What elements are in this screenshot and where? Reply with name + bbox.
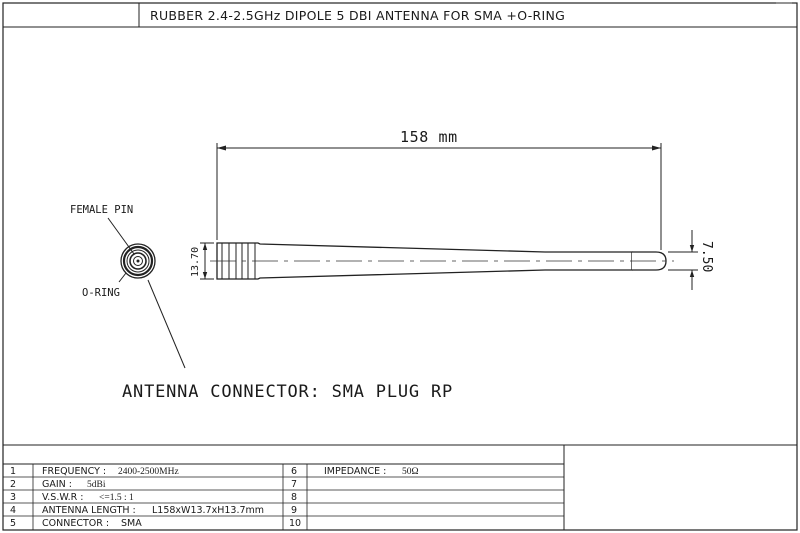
drawing-title: RUBBER 2.4-2.5GHz DIPOLE 5 DBI ANTENNA F… bbox=[150, 8, 565, 23]
spec-row-label: GAIN : bbox=[42, 479, 72, 490]
spec-row-number: 9 bbox=[291, 505, 297, 516]
spec-row-number: 1 bbox=[10, 466, 16, 477]
spec-row-value: L158xW13.7xH13.7mm bbox=[152, 505, 264, 516]
spec-row-label: ANTENNA LENGTH : bbox=[42, 505, 136, 516]
female-pin-leader bbox=[107, 217, 135, 255]
female-pin-label: FEMALE PIN bbox=[70, 204, 133, 216]
length-dimension-label: 158 mm bbox=[400, 128, 458, 146]
spec-row-label: FREQUENCY : bbox=[42, 466, 106, 477]
spec-row-number: 5 bbox=[10, 518, 16, 529]
connector-note: ANTENNA CONNECTOR: SMA PLUG RP bbox=[122, 382, 453, 402]
spec-row: 5 CONNECTOR : SMA bbox=[10, 518, 142, 529]
spec-row: 9 bbox=[291, 505, 297, 516]
spec-row-number: 10 bbox=[289, 518, 301, 529]
spec-row-number: 3 bbox=[10, 492, 16, 503]
spec-row-value: 5dBi bbox=[87, 480, 106, 490]
spec-row: 2 GAIN : 5dBi bbox=[10, 479, 106, 490]
spec-row-label: V.S.W.R : bbox=[42, 492, 84, 503]
spec-row-value: <=1.5 : 1 bbox=[99, 493, 134, 503]
connector-end-view bbox=[120, 243, 156, 279]
o-ring-leader bbox=[118, 272, 127, 283]
spec-row-number: 7 bbox=[291, 479, 297, 490]
spec-row: 8 bbox=[291, 492, 297, 503]
spec-row-number: 4 bbox=[10, 505, 16, 516]
spec-row: 4 ANTENNA LENGTH : L158xW13.7xH13.7mm bbox=[10, 505, 264, 516]
spec-row-value: SMA bbox=[121, 518, 142, 529]
base-diameter-label: 13.70 bbox=[190, 247, 201, 277]
spec-row: 3 V.S.W.R : <=1.5 : 1 bbox=[10, 492, 134, 503]
spec-row-number: 6 bbox=[291, 466, 297, 477]
spec-row: 7 bbox=[291, 479, 297, 490]
tip-diameter-label: 7.50 bbox=[699, 241, 714, 272]
title-block: RUBBER 2.4-2.5GHz DIPOLE 5 DBI ANTENNA F… bbox=[3, 3, 797, 28]
spec-row-value: 50Ω bbox=[402, 467, 419, 477]
spec-row-value: 2400-2500MHz bbox=[118, 467, 179, 477]
antenna-side-view bbox=[210, 242, 674, 280]
length-dimension: 158 mm bbox=[216, 128, 662, 250]
spec-row: 10 bbox=[289, 518, 301, 529]
spec-table: 1 FREQUENCY : 2400-2500MHz 2 GAIN : 5dBi… bbox=[2, 444, 797, 531]
connector-note-leader bbox=[147, 279, 186, 369]
base-diameter-dimension: 13.70 bbox=[190, 242, 214, 280]
tip-diameter-dimension: 7.50 bbox=[668, 230, 714, 290]
spec-row-number: 8 bbox=[291, 492, 297, 503]
spec-row: 1 FREQUENCY : 2400-2500MHz bbox=[10, 466, 179, 477]
spec-row-number: 2 bbox=[10, 479, 16, 490]
o-ring-label: O-RING bbox=[82, 287, 120, 299]
spec-row: 6 IMPEDANCE : 50Ω bbox=[291, 466, 419, 477]
spec-row-label: IMPEDANCE : bbox=[324, 466, 386, 477]
spec-row-label: CONNECTOR : bbox=[42, 518, 109, 529]
